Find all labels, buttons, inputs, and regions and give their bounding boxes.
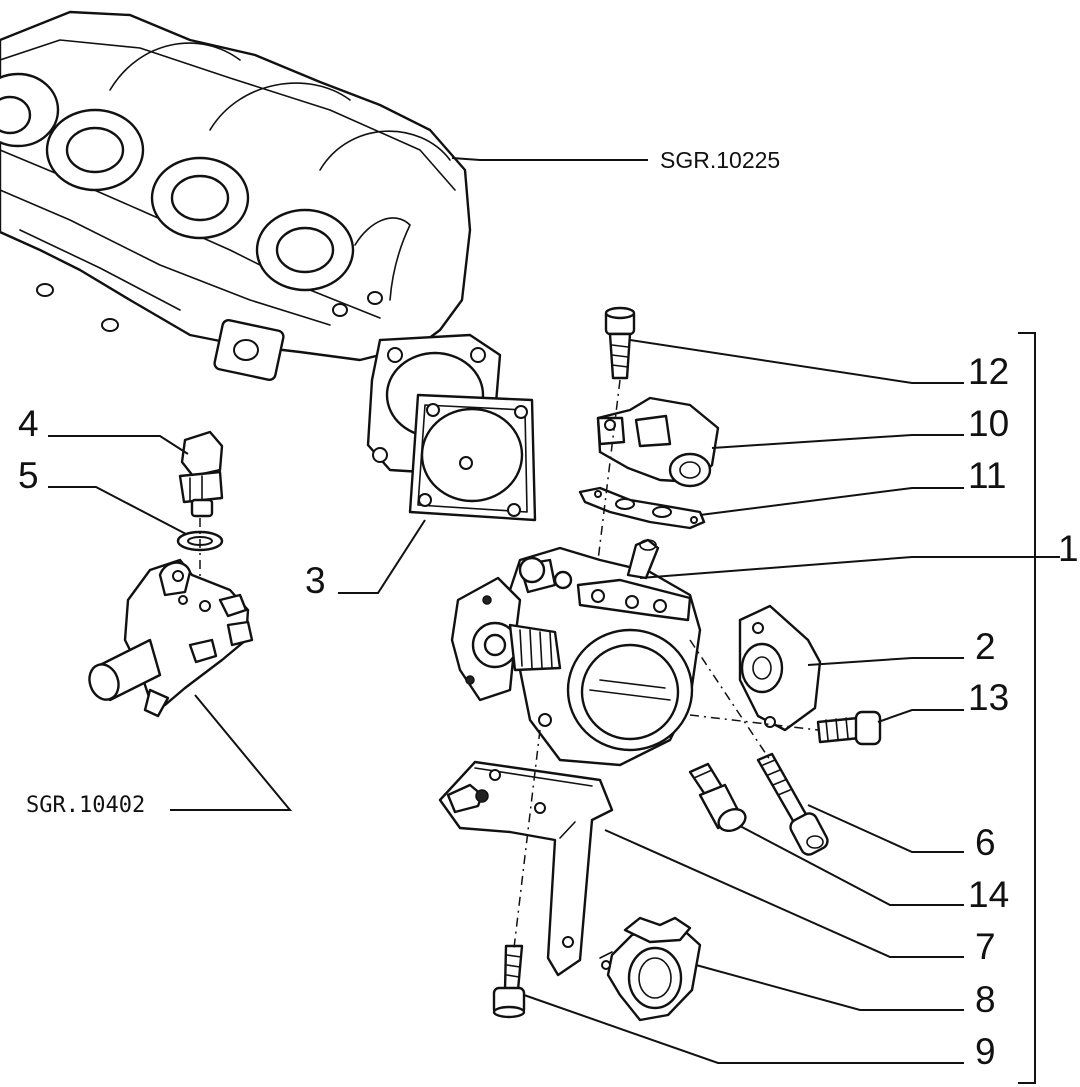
callout-13: 13 xyxy=(968,677,1009,718)
callout-14: 14 xyxy=(968,874,1009,915)
label-sgr-10402: SGR.10402 xyxy=(26,793,145,818)
callout-3: 3 xyxy=(305,560,326,601)
intake-manifold-drawing xyxy=(0,10,502,477)
callout-7: 7 xyxy=(975,926,996,967)
part-4-temperature-sensor xyxy=(178,430,224,518)
callout-9: 9 xyxy=(975,1031,996,1072)
leader-lines xyxy=(48,157,1060,1084)
part-2-position-sensor xyxy=(738,604,822,732)
callout-11: 11 xyxy=(968,455,1006,496)
part-12-bolt xyxy=(604,306,636,380)
part-13-screw xyxy=(816,710,882,746)
part-3-gasket xyxy=(408,393,537,522)
part-14-fitting xyxy=(688,762,747,833)
part-8-clamp xyxy=(599,916,702,1022)
callout-2: 2 xyxy=(975,626,996,667)
callout-1: 1 xyxy=(1058,528,1079,569)
part-7-bracket xyxy=(438,760,614,977)
callout-10: 10 xyxy=(968,403,1009,444)
callout-8: 8 xyxy=(975,979,996,1020)
callout-12: 12 xyxy=(968,351,1009,392)
part-10-idle-actuator xyxy=(596,396,720,488)
coolant-fitting-drawing xyxy=(88,558,254,718)
callout-6: 6 xyxy=(975,822,996,863)
part-6-long-bolt xyxy=(756,752,829,856)
label-sgr-10225: SGR.10225 xyxy=(660,147,780,173)
part-1-throttle-body xyxy=(450,538,702,767)
callout-5: 5 xyxy=(18,455,39,496)
callout-4: 4 xyxy=(18,403,39,444)
part-11-gasket xyxy=(578,486,706,530)
part-9-bolt xyxy=(492,944,526,1019)
